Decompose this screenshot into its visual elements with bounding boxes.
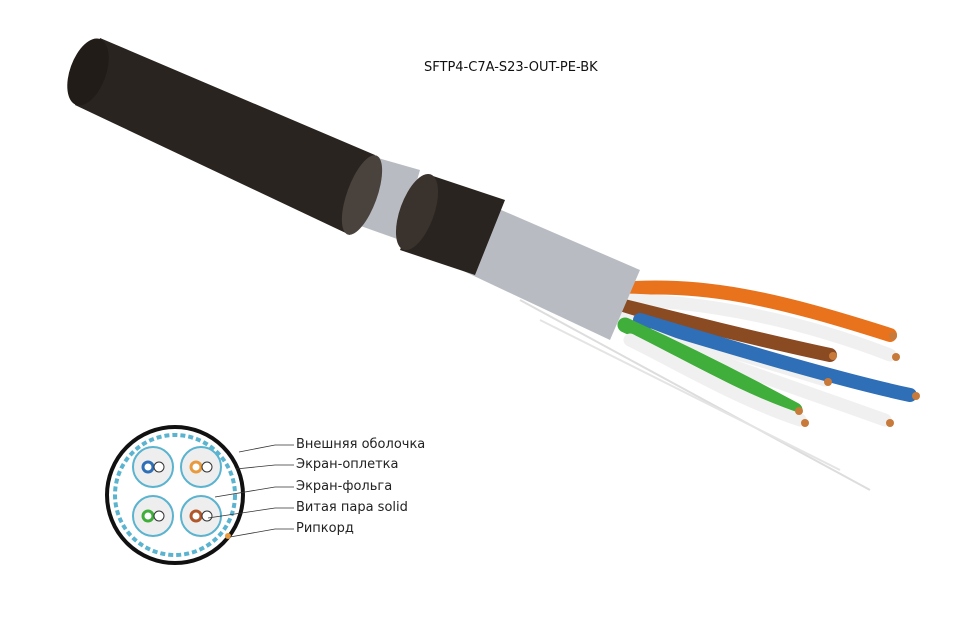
legend-braid-shield: Экран-оплетка: [296, 457, 399, 472]
outer-jacket: [75, 38, 375, 235]
legend-outer-jacket: Внешняя оболочка: [296, 437, 426, 452]
cross-section-diagram: [105, 425, 294, 565]
legend-foil-shield: Экран-фольга: [296, 479, 393, 494]
blue-wire: [633, 313, 917, 402]
cable-cutaway: [67, 38, 920, 491]
legend-ripcord: Рипкорд: [296, 521, 354, 536]
legend-twisted-pair: Витая пара solid: [296, 500, 408, 515]
product-model-label: SFTP4-C7A-S23-OUT-PE-BK: [424, 60, 598, 75]
green-wire: [617, 317, 803, 418]
brown-wire: [593, 293, 837, 362]
leader-lines: [207, 444, 294, 538]
ripcord-dot: [225, 533, 231, 539]
orange-wire: [603, 280, 897, 342]
